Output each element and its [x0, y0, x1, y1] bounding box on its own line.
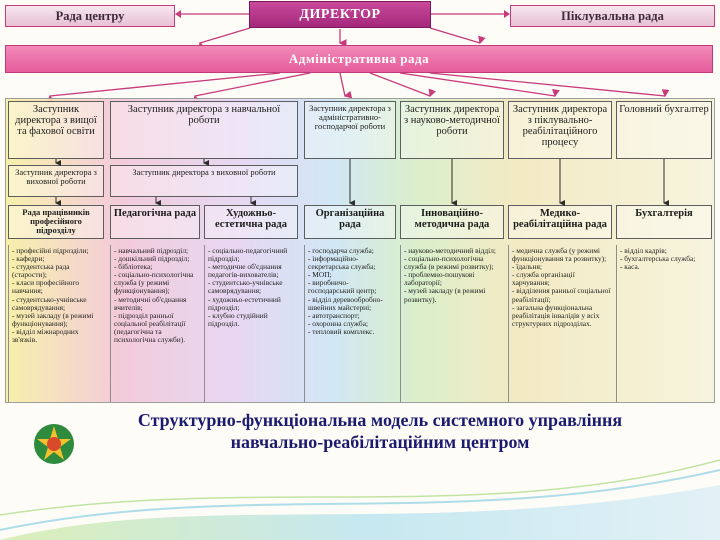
council-medical-rehabilitation: Медико-реабілітаційна рада — [508, 205, 612, 239]
list-pedagogical: - навчальний підрозділ;- дошкільний підр… — [110, 245, 204, 402]
list-item: - бухгалтерська служба; — [620, 254, 696, 264]
list-professional-unit: - професійні підрозділи;- кафедри;- студ… — [8, 245, 104, 402]
deputy-upbringing-2: Заступник директора з виховної роботи — [110, 165, 298, 197]
list-item: - відділ міжнародних зв'язків. — [12, 326, 79, 345]
list-item: - соціально-психологічна служба (у режим… — [114, 270, 194, 296]
director-box: ДИРЕКТОР — [249, 1, 431, 28]
list-item: - виробничо-господарський центр; — [308, 278, 377, 296]
list-item: - музей закладу (в режимі функціонування… — [12, 310, 94, 328]
council-pedagogical: Педагогічна рада — [110, 205, 200, 239]
list-item: - інформаційно-секретарська служба; — [308, 254, 376, 272]
school-council-box: Рада центру — [5, 5, 175, 27]
list-item: - МОП; — [308, 270, 332, 280]
list-item: - студентсько-учнівське самоврядування; — [12, 294, 87, 312]
list-organizational: - господарча служба;- інформаційно-секре… — [304, 245, 398, 402]
list-item: - науково-методичний відділ; — [404, 246, 496, 255]
list-item: - кафедри; — [12, 254, 45, 264]
deputy-higher-education: Заступник директора з вищої та фахової о… — [8, 101, 104, 159]
council-professional-unit: Рада працівників професійного підрозділу — [8, 205, 104, 239]
diagram-caption: Структурно-функціональна модель системно… — [60, 409, 700, 453]
list-item: - художньо-естетичний підрозділ; — [208, 294, 281, 312]
council-art-aesthetic: Художньо-естетична рада — [204, 205, 298, 239]
list-item: - методичне об'єднання педагогів-виховат… — [208, 262, 282, 280]
deputy-academic: Заступник директора з навчальної роботи — [110, 101, 298, 159]
accounting-department: Бухгалтерія — [616, 205, 712, 239]
center-emblem-icon — [34, 424, 74, 464]
list-item: - автотранспорт; — [308, 310, 360, 320]
list-art-aesthetic: - соціально-педагогічний підрозділ;- мет… — [204, 245, 300, 402]
list-item: - служба організації харчування; — [512, 270, 575, 288]
chief-accountant: Головний бухгалтер — [616, 101, 712, 159]
list-item: - музей закладу (в режимі розвитку). — [404, 286, 486, 304]
caption-line-1: Структурно-функціональна модель системно… — [137, 410, 623, 430]
list-item: - проблемно-пошукові лабораторії; — [404, 270, 475, 288]
list-item: - соціально-психологічна служба (в режим… — [404, 254, 494, 272]
list-item: - відділ деревообробно-швейних майстерні… — [308, 294, 383, 312]
caption-line-2: навчально-реабілітаційним центром — [230, 432, 530, 452]
decorative-swoosh — [0, 459, 720, 540]
board-of-trustees-box: Піклувальна рада — [510, 5, 715, 27]
list-item: - класи професійного навчання; — [12, 278, 80, 296]
list-item: - підрозділ ранньої соціальної реабіліта… — [114, 310, 186, 345]
list-item: - дошкільний підрозділ; — [114, 254, 190, 264]
list-item: - студентсько-учнівське самоврядування; — [208, 278, 283, 296]
list-item: - відділення ранньої соціальної реабіліт… — [512, 286, 611, 304]
list-medical-rehabilitation: - медична служба (у режимі функціонуванн… — [508, 245, 614, 402]
list-innovative-methodical: - науково-методичний відділ;- соціально-… — [400, 245, 506, 402]
list-item: - господарча служба; — [308, 246, 374, 255]
org-structure-grid: Заступник директора з вищої та фахової о… — [5, 98, 715, 403]
list-item: - охоронна служба; — [308, 318, 369, 328]
list-item: - їдальня; — [512, 262, 542, 272]
list-item: - методичні об'єднання вчителів; — [114, 294, 187, 312]
list-item: - студентська рада (старости); — [12, 262, 70, 280]
list-item: - загальна функціональна реабілітація ін… — [512, 302, 600, 328]
list-item: - професійні підрозділи; — [12, 246, 89, 255]
list-item: - каса. — [620, 262, 640, 272]
administrative-council-box: Адміністративна рада — [5, 45, 713, 73]
list-item: - тепловий комплекс. — [308, 326, 375, 336]
list-item: - навчальний підрозділ; — [114, 246, 189, 255]
list-item: - бібліотека; — [114, 262, 153, 272]
list-item: - соціально-педагогічний підрозділ; — [208, 246, 288, 264]
list-item: - клубно студійний підрозділ. — [208, 310, 268, 328]
list-accounting: - відділ кадрів;- бухгалтерська служба;-… — [616, 245, 714, 402]
list-item: - відділ кадрів; — [620, 246, 667, 255]
deputy-administrative: Заступник директора з адміністративно-го… — [304, 101, 396, 159]
list-item: - медична служба (у режимі функціонуванн… — [512, 246, 607, 264]
row-arrows — [55, 159, 669, 206]
deputy-rehabilitation: Заступник директора з піклувально-реабіл… — [508, 101, 612, 159]
deputy-scientific: Заступник директора з науково-методичної… — [400, 101, 504, 159]
